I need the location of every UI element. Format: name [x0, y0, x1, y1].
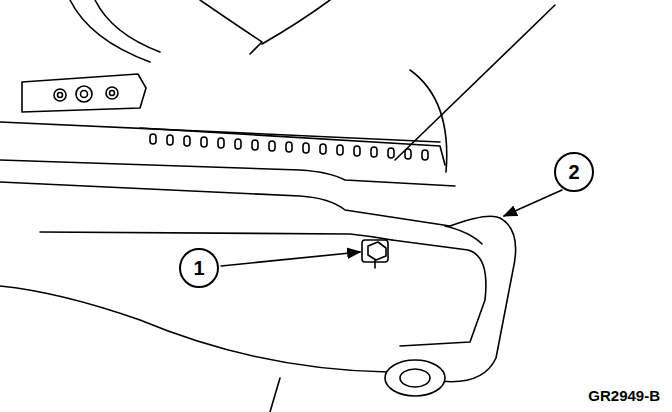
- rail-slot: [422, 150, 428, 160]
- rail-slot: [184, 136, 190, 146]
- rail-slot: [388, 148, 394, 158]
- callout-circle: 2: [554, 152, 594, 192]
- rail-slot: [218, 138, 224, 148]
- rail-slot: [286, 142, 292, 152]
- rail-slot: [252, 140, 258, 150]
- callout-number: 2: [568, 162, 579, 182]
- rail-slot: [354, 146, 360, 156]
- rail-slot: [167, 135, 173, 145]
- rail-slot: [337, 145, 343, 155]
- figure-code: GR2949-B: [588, 387, 660, 404]
- rail-slot: [371, 147, 377, 157]
- rail-slot: [235, 139, 241, 149]
- rail-slot: [269, 141, 275, 151]
- rail-slot: [150, 134, 156, 144]
- rail-slot: [320, 144, 326, 154]
- callout-circle: 1: [179, 248, 219, 288]
- callout-number: 1: [193, 258, 204, 278]
- rail-slot: [303, 143, 309, 153]
- rail-slot: [201, 137, 207, 147]
